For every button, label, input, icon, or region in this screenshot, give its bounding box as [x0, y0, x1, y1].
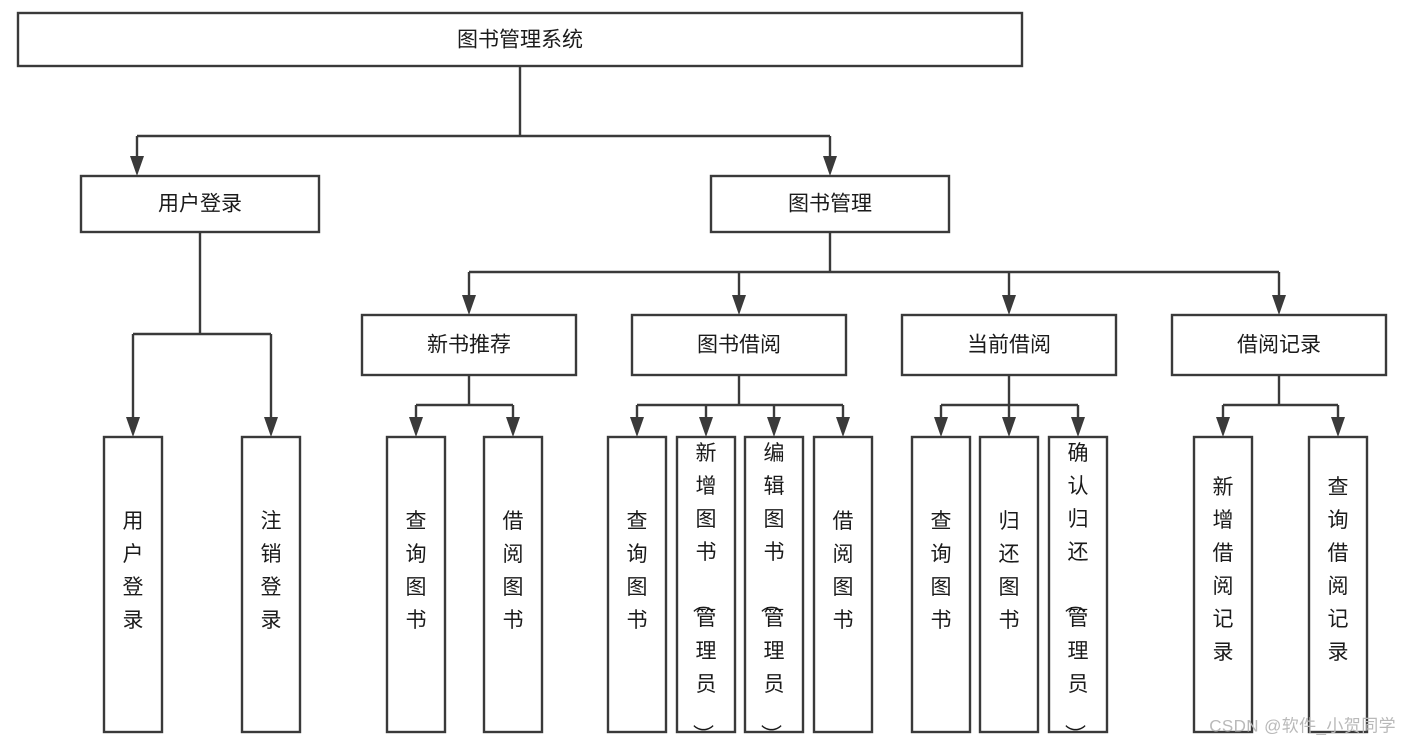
leaf-user-login-login-box[interactable] [102, 435, 164, 734]
arrow-head-newbook-leaf-1 [409, 417, 423, 437]
connector-layer [126, 66, 1345, 437]
leaf-borrow-record-add-box[interactable] [1192, 435, 1254, 734]
leaf-book-borrow-edit-label: 编辑图书（管理员） [759, 442, 785, 745]
leaf-user-login-login[interactable]: 用户登录 [102, 435, 164, 734]
node-current-borrow-box[interactable] [900, 313, 1118, 377]
leaf-book-borrow-borrow[interactable]: 借阅图书 [812, 435, 874, 734]
csdn-watermark: CSDN @软件_小贺同学 [1209, 716, 1396, 735]
leaf-new-book-query-label: 查询图书 [406, 510, 427, 632]
leaf-current-borrow-query[interactable]: 查询图书 [910, 435, 972, 734]
arrow-head-currentborrow-leaf-2 [1002, 417, 1016, 437]
leaf-new-book-query-box[interactable] [385, 435, 447, 734]
arrow-head-bookborrow-leaf-1 [630, 417, 644, 437]
leaf-book-borrow-borrow-label: 借阅图书 [833, 510, 854, 632]
node-root-label: 图书管理系统 [457, 29, 583, 52]
arrow-head-leaf-user-login [126, 417, 140, 437]
arrow-head-book-mgmt [823, 156, 837, 176]
node-book-borrow-label: 图书借阅 [697, 334, 781, 357]
leaf-book-borrow-query-label: 查询图书 [627, 510, 648, 632]
leaf-current-borrow-return-label: 归还图书 [999, 510, 1020, 632]
leaf-current-borrow-confirm-label: 确认归还（管理员） [1063, 442, 1089, 745]
arrow-head-leaf-logout [264, 417, 278, 437]
leaf-new-book-query[interactable]: 查询图书 [385, 435, 447, 734]
arrow-head-bookborrow-leaf-3 [767, 417, 781, 437]
arrow-head-borrowrecord-leaf-2 [1331, 417, 1345, 437]
node-borrow-record[interactable]: 借阅记录 [1170, 313, 1388, 377]
node-book-borrow[interactable]: 图书借阅 [630, 313, 848, 377]
arrow-head-book-borrow [732, 295, 746, 315]
leaf-new-book-borrow[interactable]: 借阅图书 [482, 435, 544, 734]
node-book-management[interactable]: 图书管理 [709, 174, 951, 234]
node-book-management-label: 图书管理 [788, 193, 872, 216]
leaf-current-borrow-confirm-box[interactable] [1047, 435, 1109, 734]
arrow-head-current-borrow [1002, 295, 1016, 315]
leaf-book-borrow-edit-box[interactable] [743, 435, 805, 734]
arrow-head-bookborrow-leaf-2 [699, 417, 713, 437]
leaf-book-borrow-borrow-box[interactable] [812, 435, 874, 734]
leaf-book-borrow-query-box[interactable] [606, 435, 668, 734]
leaf-book-borrow-add-label: 新增图书（管理员） [691, 442, 717, 745]
leaf-new-book-borrow-box[interactable] [482, 435, 544, 734]
leaf-user-login-login-label: 用户登录 [123, 510, 144, 632]
leaf-user-login-logout-box[interactable] [240, 435, 302, 734]
node-user-login-box[interactable] [79, 174, 321, 234]
arrow-head-user-login [130, 156, 144, 176]
leaf-book-borrow-add-box[interactable] [675, 435, 737, 734]
leaf-borrow-record-query[interactable]: 查询借阅记录 [1307, 435, 1369, 734]
arrow-head-borrow-record [1272, 295, 1286, 315]
node-new-book-recommendation-box[interactable] [360, 313, 578, 377]
node-root-book-management-system[interactable]: 图书管理系统 [16, 11, 1024, 68]
node-new-book-recommendation-label: 新书推荐 [427, 334, 511, 357]
leaf-current-borrow-query-box[interactable] [910, 435, 972, 734]
arrow-head-borrowrecord-leaf-1 [1216, 417, 1230, 437]
leaf-book-borrow-query[interactable]: 查询图书 [606, 435, 668, 734]
leaf-borrow-record-query-label: 查询借阅记录 [1328, 476, 1349, 664]
arrow-head-currentborrow-leaf-3 [1071, 417, 1085, 437]
leaf-borrow-record-add-label: 新增借阅记录 [1213, 476, 1234, 664]
node-borrow-record-label: 借阅记录 [1237, 334, 1321, 357]
leaf-new-book-borrow-label: 借阅图书 [503, 510, 524, 632]
node-new-book-recommendation[interactable]: 新书推荐 [360, 313, 578, 377]
leaf-current-borrow-return[interactable]: 归还图书 [978, 435, 1040, 734]
leaf-current-borrow-query-label: 查询图书 [931, 510, 952, 632]
arrow-head-new-book-rec [462, 295, 476, 315]
node-book-management-box[interactable] [709, 174, 951, 234]
arrow-head-currentborrow-leaf-1 [934, 417, 948, 437]
node-user-login[interactable]: 用户登录 [79, 174, 321, 234]
arrow-head-bookborrow-leaf-4 [836, 417, 850, 437]
leaf-current-borrow-return-box[interactable] [978, 435, 1040, 734]
node-current-borrow-label: 当前借阅 [967, 334, 1051, 357]
leaf-user-login-logout[interactable]: 注销登录 [240, 435, 302, 734]
leaf-borrow-record-query-box[interactable] [1307, 435, 1369, 734]
leaf-current-borrow-confirm[interactable]: 确认归还（管理员） [1047, 435, 1109, 745]
node-root-box[interactable] [16, 11, 1024, 68]
node-borrow-record-box[interactable] [1170, 313, 1388, 377]
leaf-book-borrow-add[interactable]: 新增图书（管理员） [675, 435, 737, 745]
node-book-borrow-box[interactable] [630, 313, 848, 377]
leaf-borrow-record-add[interactable]: 新增借阅记录 [1192, 435, 1254, 734]
node-current-borrow[interactable]: 当前借阅 [900, 313, 1118, 377]
leaf-book-borrow-edit[interactable]: 编辑图书（管理员） [743, 435, 805, 745]
leaf-user-login-logout-label: 注销登录 [261, 510, 282, 632]
node-user-login-label: 用户登录 [158, 193, 242, 216]
arrow-head-newbook-leaf-2 [506, 417, 520, 437]
